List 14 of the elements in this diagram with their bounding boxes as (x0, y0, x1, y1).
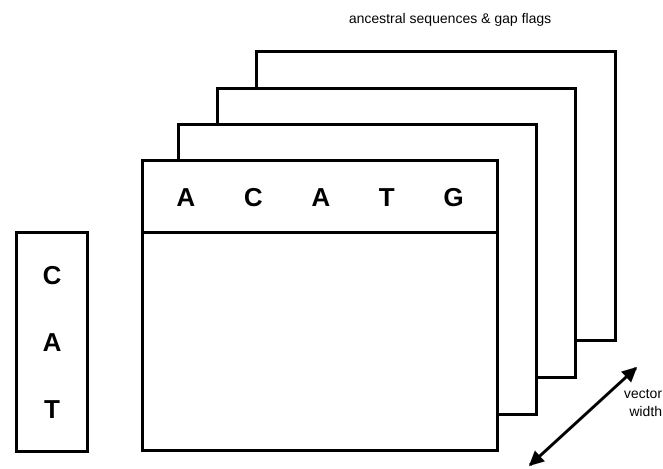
stacked-layer (216, 87, 577, 379)
sequence-matrix (141, 159, 499, 452)
layer-label: ancestral sequences & gap flags (348, 9, 552, 28)
nucleotide-letter: T (44, 396, 60, 422)
nucleotide-letter: A (176, 184, 196, 210)
nucleotide-letter: C (244, 184, 263, 210)
axis-label: vector width (622, 384, 662, 420)
nucleotide-letter: A (42, 328, 62, 355)
nucleotide-letter: A (311, 184, 330, 210)
nucleotide-letter: C (42, 262, 62, 288)
nucleotide-letter: T (378, 184, 395, 210)
stacked-layer (177, 123, 538, 416)
sequence-box (15, 231, 89, 453)
nucleotide-letter: G (443, 184, 464, 210)
